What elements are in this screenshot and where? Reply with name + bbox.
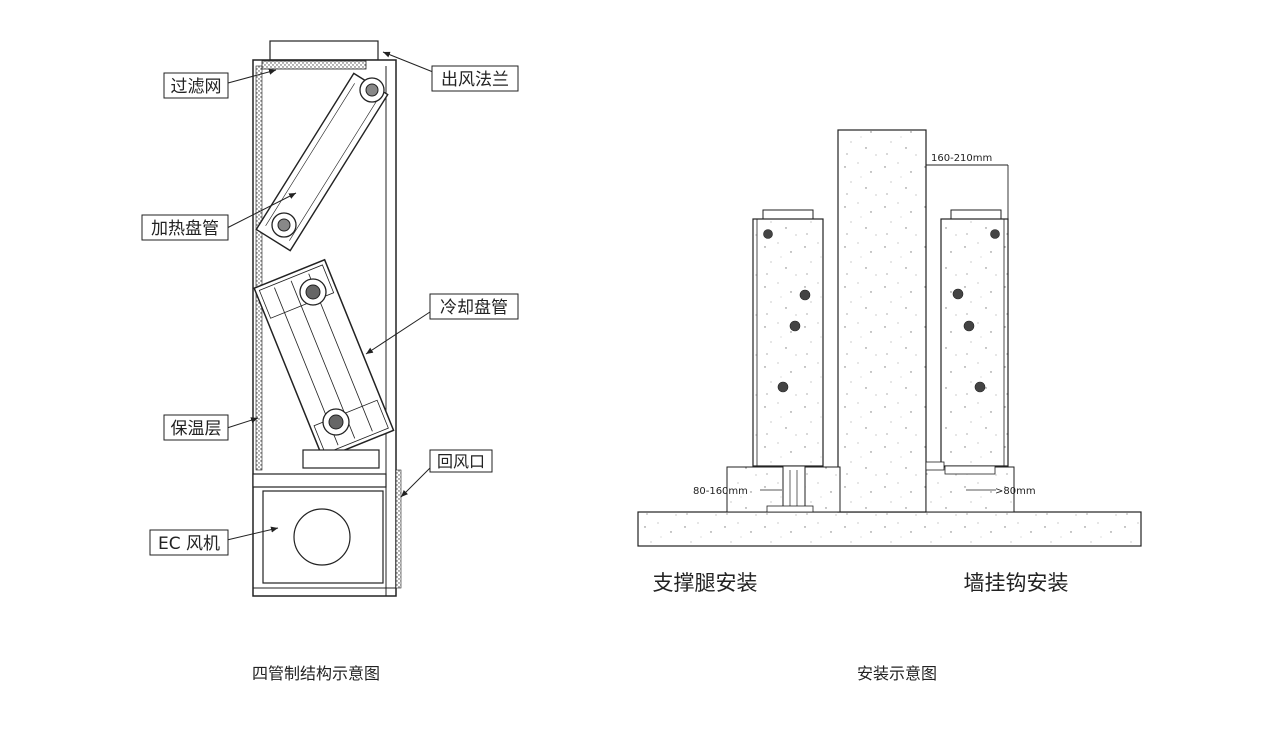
installation-diagram-caption: 安装示意图 [857, 664, 938, 683]
ec-fan-label: EC 风机 [158, 534, 220, 554]
structure-diagram-caption: 四管制结构示意图 [252, 664, 381, 683]
outlet-flange-label: 出风法兰 [441, 70, 509, 90]
installation-diagram [637, 129, 1142, 547]
drain-pan [302, 449, 380, 469]
leg-unit-top [762, 209, 814, 220]
leg-unit-body [752, 218, 824, 467]
insulation-layer [255, 65, 263, 471]
hook-unit-body [940, 218, 1009, 467]
hook-clearance-dimension: >80mm [995, 486, 1036, 497]
leg-height-dimension: 80-160mm [693, 486, 748, 497]
heating-coil-label: 加热盘管 [151, 219, 219, 239]
four-pipe-structure-diagram [141, 40, 519, 597]
wall-gap-dimension: 160-210mm [931, 153, 992, 164]
filter-label: 过滤网 [171, 77, 222, 97]
return-air-grille [395, 469, 402, 589]
concrete-wall [837, 129, 927, 513]
floor-slab [637, 511, 1142, 547]
ec-fan-shape [293, 508, 351, 566]
support-leg [782, 465, 806, 513]
wall-hook [925, 461, 945, 471]
hook-unit-top [950, 209, 1002, 220]
hook-install-label: 墙挂钩安装 [964, 571, 1069, 595]
filter-strip [261, 60, 367, 70]
return-air-label: 回风口 [437, 452, 485, 471]
insulation-label: 保温层 [171, 419, 222, 439]
outlet-flange-shape [269, 40, 379, 61]
leg-install-label: 支撑腿安装 [653, 571, 758, 595]
cooling-coil-label: 冷却盘管 [440, 298, 508, 318]
